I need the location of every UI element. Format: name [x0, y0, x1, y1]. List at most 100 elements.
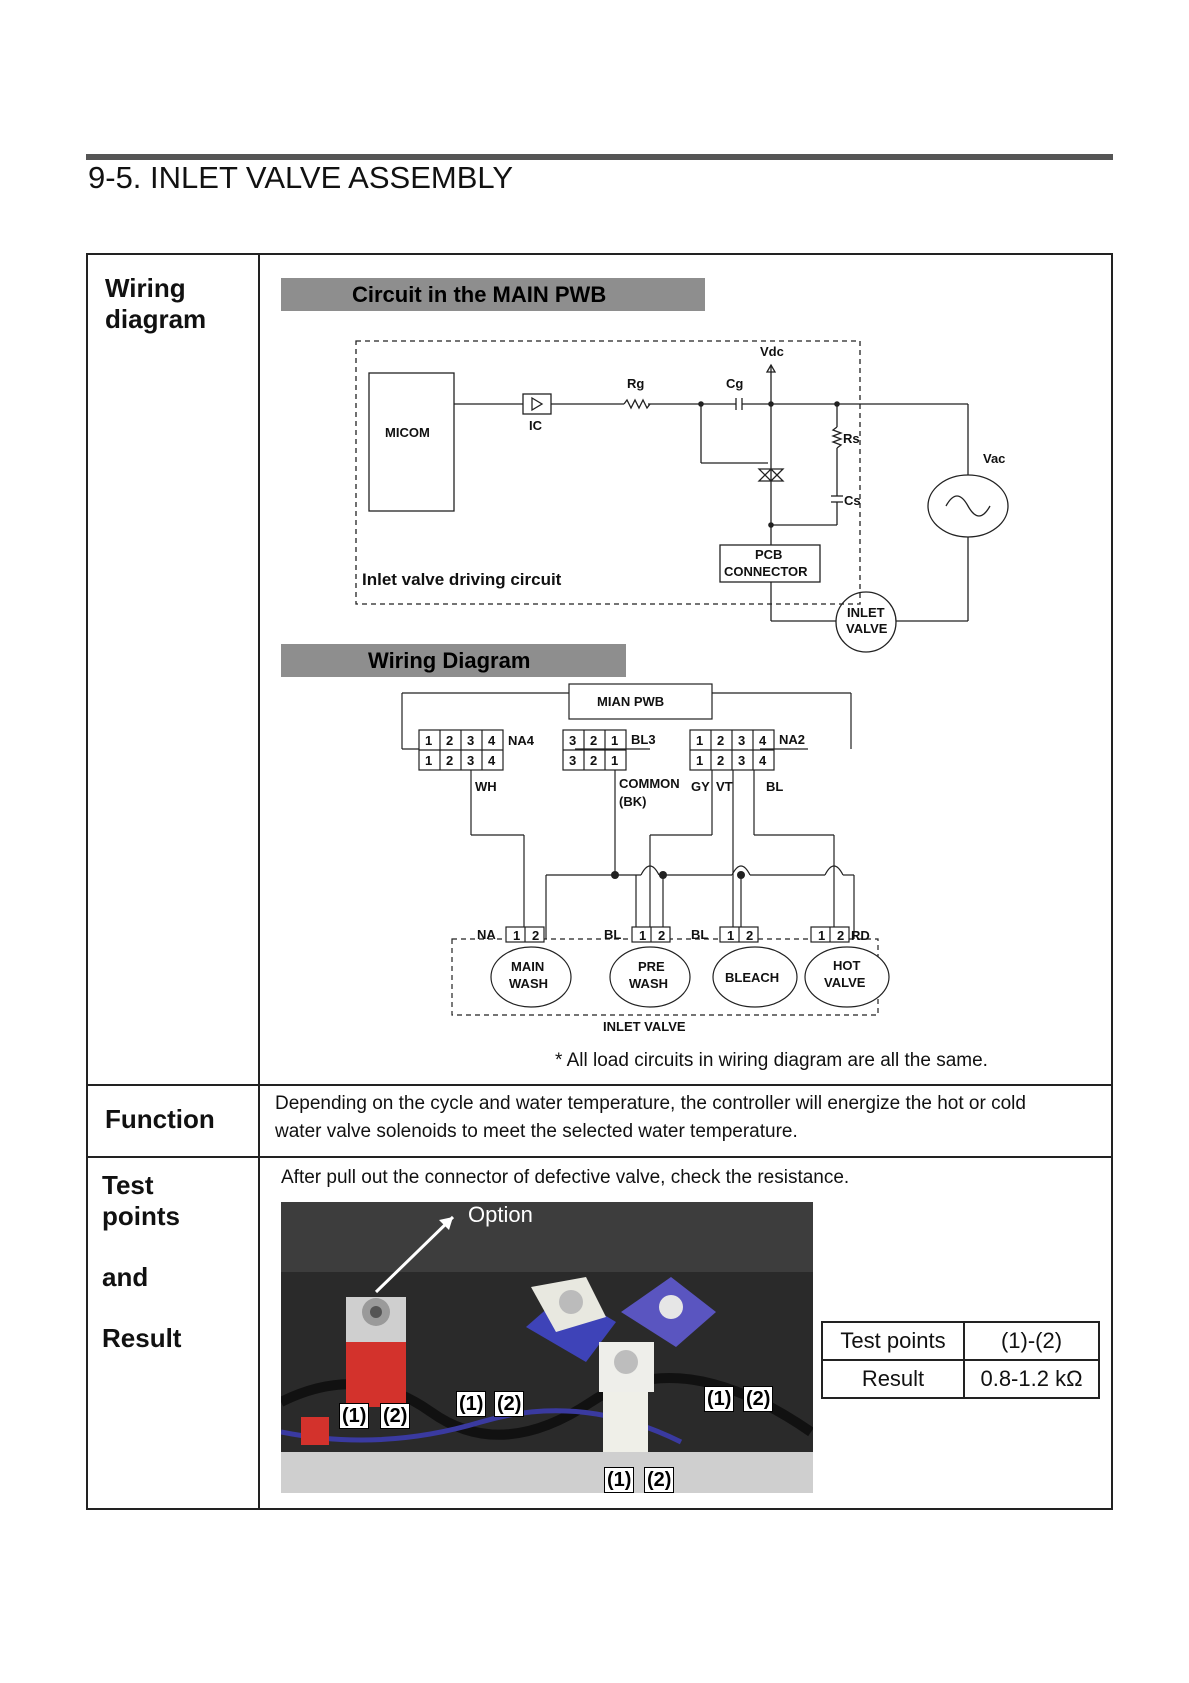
- table-row: Test points (1)-(2): [821, 1321, 1100, 1361]
- svg-text:3: 3: [738, 733, 745, 748]
- gy-label: GY: [691, 779, 710, 794]
- rs-label: Rs: [843, 431, 860, 446]
- option-label: Option: [468, 1202, 533, 1227]
- triac: [757, 468, 785, 482]
- svg-text:2: 2: [590, 753, 597, 768]
- pcb-connector-label: PCB: [755, 547, 782, 562]
- top-rule: [86, 154, 1113, 160]
- svg-text:3: 3: [569, 753, 576, 768]
- rg-label: Rg: [627, 376, 644, 391]
- svg-text:1: 1: [696, 733, 703, 748]
- test-point-2-marker: (2): [644, 1467, 675, 1493]
- svg-text:4: 4: [759, 733, 767, 748]
- svg-text:1: 1: [513, 928, 520, 943]
- svg-text:3: 3: [467, 733, 474, 748]
- wiring-note: * All load circuits in wiring diagram ar…: [555, 1050, 988, 1071]
- common-label: COMMON: [619, 776, 680, 791]
- hot-valve-label: VALVE: [824, 975, 866, 990]
- inlet-valve-label: INLET: [847, 605, 885, 620]
- test-points-value: (1)-(2): [963, 1321, 1100, 1361]
- inlet-valve-label: VALVE: [846, 621, 888, 636]
- svg-text:3: 3: [738, 753, 745, 768]
- valve-photo-illustration: [281, 1202, 813, 1493]
- svg-text:2: 2: [590, 733, 597, 748]
- test-point-1-marker: (1): [456, 1391, 487, 1417]
- pcb-connector-box: [719, 544, 821, 583]
- main-wash-label: WASH: [509, 976, 548, 991]
- test-point-2-marker: (2): [380, 1403, 411, 1429]
- row-divider: [88, 1084, 1111, 1086]
- cg-label: Cg: [726, 376, 743, 391]
- svg-text:1: 1: [425, 733, 432, 748]
- column-divider: [258, 255, 260, 1508]
- svg-text:3: 3: [467, 753, 474, 768]
- svg-text:2: 2: [446, 733, 453, 748]
- na2-label: NA2: [779, 732, 805, 747]
- svg-text:1: 1: [727, 928, 734, 943]
- svg-text:2: 2: [746, 928, 753, 943]
- svg-text:1: 1: [818, 928, 825, 943]
- result-table: Test points (1)-(2) Result 0.8-1.2 kΩ: [821, 1321, 1100, 1399]
- bleach-label: BLEACH: [725, 970, 779, 985]
- cs-label: Cs: [844, 493, 861, 508]
- pre-wash-label: PRE: [638, 959, 665, 974]
- vac-label: Vac: [983, 451, 1005, 466]
- test-instruction: After pull out the connector of defectiv…: [281, 1167, 850, 1188]
- rg-resistor: [623, 398, 651, 410]
- inlet-valve-label: INLET VALVE: [603, 1019, 686, 1034]
- bl-label: BL: [691, 927, 708, 942]
- result-header: Result: [821, 1359, 965, 1399]
- driving-circuit-boundary: [355, 340, 861, 605]
- main-wash-valve: [490, 946, 572, 1008]
- table-row: Result 0.8-1.2 kΩ: [821, 1359, 1100, 1399]
- svg-text:2: 2: [658, 928, 665, 943]
- rs-resistor: [831, 426, 843, 449]
- svg-text:4: 4: [488, 753, 496, 768]
- inlet-valve-circle: [835, 591, 897, 653]
- test-point-2-marker: (2): [743, 1386, 774, 1412]
- test-points-header: Test points: [821, 1321, 965, 1361]
- svg-text:1: 1: [639, 928, 646, 943]
- svg-text:3: 3: [569, 733, 576, 748]
- hot-valve: [804, 946, 890, 1008]
- svg-text:2: 2: [837, 928, 844, 943]
- wh-label: WH: [475, 779, 497, 794]
- micom-box: [368, 372, 455, 512]
- svg-text:1: 1: [696, 753, 703, 768]
- pre-wash-label: WASH: [629, 976, 668, 991]
- test-point-2-marker: (2): [494, 1391, 525, 1417]
- test-point-1-marker: (1): [339, 1403, 370, 1429]
- svg-text:2: 2: [446, 753, 453, 768]
- page-title: 9-5. INLET VALVE ASSEMBLY: [88, 160, 514, 195]
- main-wash-label: MAIN: [511, 959, 544, 974]
- svg-text:1: 1: [425, 753, 432, 768]
- svg-text:1: 1: [611, 753, 618, 768]
- bl-label: BL: [766, 779, 783, 794]
- driving-circuit-label: Inlet valve driving circuit: [362, 570, 562, 589]
- wiring-diagram-header: Wiring Diagram: [281, 644, 626, 677]
- circuit-header: Circuit in the MAIN PWB: [281, 278, 705, 311]
- ic-label: IC: [529, 418, 543, 433]
- micom-label: MICOM: [385, 425, 430, 440]
- bl-label: BL: [604, 927, 621, 942]
- circuit-schematic: MICOM IC Rg Cg Vdc Rs Cs Vac PCB CONNECT…: [355, 340, 1009, 653]
- main-pwb-label: MIAN PWB: [597, 694, 664, 709]
- function-text: Depending on the cycle and water tempera…: [275, 1093, 1026, 1142]
- result-value: 0.8-1.2 kΩ: [963, 1359, 1100, 1399]
- bl3-label: BL3: [631, 732, 656, 747]
- row-divider: [88, 1156, 1111, 1158]
- bleach-valve: [712, 946, 798, 1008]
- test-point-1-marker: (1): [604, 1467, 635, 1493]
- valve-photo: Option: [281, 1202, 813, 1493]
- rd-label: RD: [851, 928, 870, 943]
- na-label: NA: [477, 927, 496, 942]
- vac-source: [927, 474, 1009, 538]
- bk-label: (BK): [619, 794, 646, 809]
- inlet-valve-table: Wiring diagram Function Test points and …: [86, 253, 1113, 1510]
- vt-label: VT: [716, 779, 733, 794]
- svg-text:2: 2: [717, 733, 724, 748]
- pre-wash-valve: [609, 946, 691, 1008]
- svg-text:1: 1: [611, 733, 618, 748]
- svg-text:2: 2: [532, 928, 539, 943]
